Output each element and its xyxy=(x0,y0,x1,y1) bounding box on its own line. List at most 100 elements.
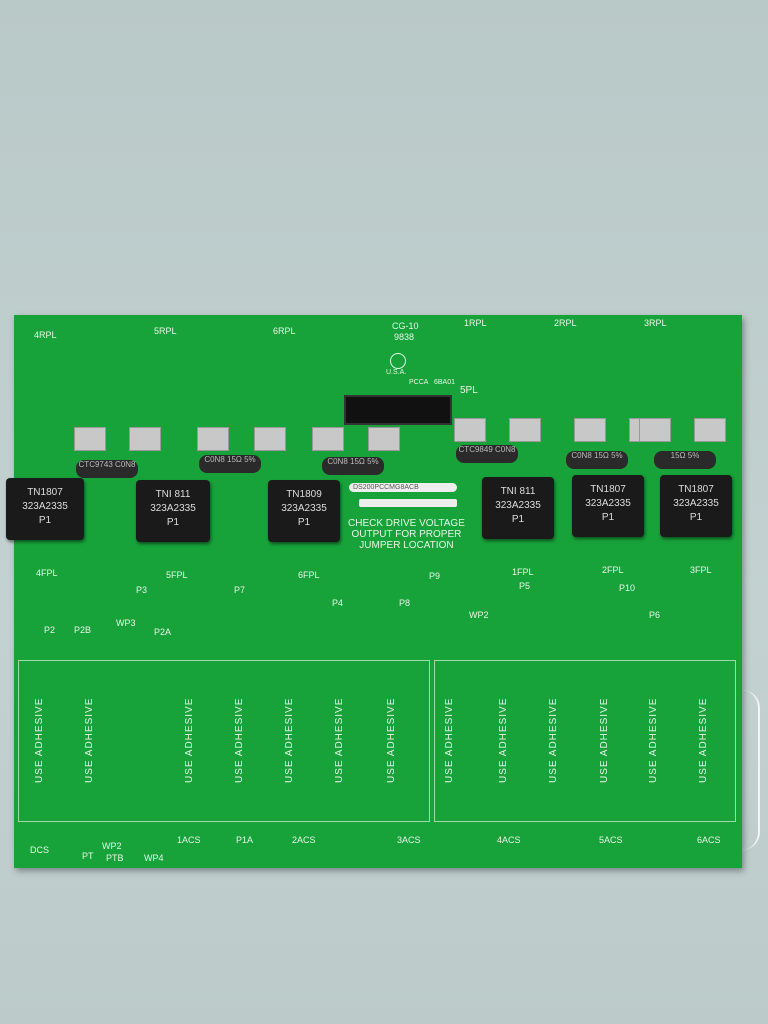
relay-pin: P1 xyxy=(297,517,311,528)
relay-model: TN1807 xyxy=(27,487,63,498)
bottom-label: 5ACS xyxy=(599,835,623,845)
barcode-sticker xyxy=(359,499,457,507)
jumper-label: P2B xyxy=(74,625,92,635)
pcca-label: PCCA xyxy=(409,379,429,386)
jumper-label: P7 xyxy=(234,585,246,595)
relay-label: 4FPL xyxy=(36,568,58,578)
ge-logo xyxy=(390,353,406,369)
warning-line: JUMPER LOCATION xyxy=(359,540,454,551)
use-adhesive-label: USE ADHESIVE xyxy=(648,697,659,783)
date-code: 9838 xyxy=(394,332,415,342)
heatsink-pad xyxy=(368,427,400,451)
relay-label: 5FPL xyxy=(166,570,188,580)
heatsink-pad xyxy=(509,418,541,442)
heatsink-pad xyxy=(694,418,726,442)
relay-part: 323A2335 xyxy=(281,503,327,514)
power-resistor: C0N8 15Ω 5% xyxy=(566,451,628,469)
bottom-label: PTB xyxy=(106,853,124,863)
relay-model: TNI 811 xyxy=(155,489,191,500)
part-number-sticker: DS200PCCMG8ACB xyxy=(349,483,457,492)
relay-model: TN1807 xyxy=(678,484,714,495)
heatsink-pad xyxy=(312,427,344,451)
reference-label: 6RPL xyxy=(273,326,296,336)
reference-label: 2RPL xyxy=(554,318,577,328)
jumper-label: P10 xyxy=(619,583,636,593)
use-adhesive-label: USE ADHESIVE xyxy=(386,697,397,783)
bottom-label: 4ACS xyxy=(497,835,521,845)
heatsink-pad xyxy=(639,418,671,442)
relay-pin: P1 xyxy=(166,517,180,528)
relay-pin: P1 xyxy=(601,512,615,523)
use-adhesive-label: USE ADHESIVE xyxy=(444,697,455,783)
jumper-label: P5 xyxy=(519,581,531,591)
use-adhesive-label: USE ADHESIVE xyxy=(498,697,509,783)
relay-part: 323A2335 xyxy=(673,498,719,509)
jumper-label: P9 xyxy=(429,571,441,581)
jumper-label: P6 xyxy=(649,610,661,620)
relay-part: 323A2335 xyxy=(22,501,68,512)
heatsink-pad xyxy=(254,427,286,451)
power-resistor: C0N8 15Ω 5% xyxy=(322,457,384,475)
jumper-label: WP3 xyxy=(116,618,136,628)
reference-label: 3RPL xyxy=(644,318,667,328)
use-adhesive-label: USE ADHESIVE xyxy=(34,697,45,783)
relay-label: 6FPL xyxy=(298,570,320,580)
relay-part: 323A2335 xyxy=(150,503,196,514)
bottom-label: WP4 xyxy=(144,853,164,863)
jumper-label: P2A xyxy=(154,627,172,637)
rev-label: CG-10 xyxy=(392,321,419,331)
power-resistor: C0N8 15Ω 5% xyxy=(199,455,261,473)
relay-part: 323A2335 xyxy=(585,498,631,509)
bottom-label: 6ACS xyxy=(697,835,721,845)
origin-label: U.S.A. xyxy=(386,369,407,376)
bottom-label: 1ACS xyxy=(177,835,201,845)
pcca-code: 6BA01 xyxy=(434,379,456,386)
use-adhesive-label: USE ADHESIVE xyxy=(234,697,245,783)
relay-pin: P1 xyxy=(511,514,525,525)
reference-label: 5RPL xyxy=(154,326,177,336)
jumper-label: P2 xyxy=(44,625,56,635)
ribbon-connector xyxy=(344,395,452,425)
relay-model: TN1809 xyxy=(286,489,322,500)
relay-pin: P1 xyxy=(38,515,52,526)
reference-label: 4RPL xyxy=(34,330,57,340)
warning-text: CHECK DRIVE VOLTAGE OUTPUT FOR PROPER JU… xyxy=(348,518,465,551)
bottom-label: DCS xyxy=(30,845,50,855)
power-resistor: CTC9849 C0N8 xyxy=(456,445,518,463)
use-adhesive-label: USE ADHESIVE xyxy=(599,697,610,783)
jumper-label: P3 xyxy=(136,585,148,595)
adhesive-zone-left xyxy=(18,660,430,822)
use-adhesive-label: USE ADHESIVE xyxy=(184,697,195,783)
bottom-label: 2ACS xyxy=(292,835,316,845)
warning-line: CHECK DRIVE VOLTAGE xyxy=(348,518,465,529)
power-resistor: 15Ω 5% xyxy=(654,451,716,469)
circuit-board: CG-10 9838 U.S.A. PCCA 6BA01 5PL DS200PC… xyxy=(6,315,760,868)
relay-label: 1FPL xyxy=(512,567,534,577)
relay-label: 2FPL xyxy=(602,565,624,575)
jumper-label: P8 xyxy=(399,598,411,608)
bottom-label: P1A xyxy=(236,835,254,845)
white-wire xyxy=(742,690,760,850)
warning-line: OUTPUT FOR PROPER xyxy=(351,529,462,540)
heatsink-pad xyxy=(574,418,606,442)
use-adhesive-label: USE ADHESIVE xyxy=(548,697,559,783)
jumper-label: WP2 xyxy=(469,610,489,620)
heatsink-pad xyxy=(454,418,486,442)
relay-pin: P1 xyxy=(689,512,703,523)
heatsink-pad xyxy=(129,427,161,451)
power-resistor: CTC9743 C0N8 xyxy=(76,460,138,478)
heatsink-pad xyxy=(197,427,229,451)
bottom-label: 3ACS xyxy=(397,835,421,845)
adhesive-zone-right xyxy=(434,660,736,822)
relay-label: 3FPL xyxy=(690,565,712,575)
bottom-label: PT xyxy=(82,851,94,861)
reference-label: 1RPL xyxy=(464,318,487,328)
use-adhesive-label: USE ADHESIVE xyxy=(698,697,709,783)
connector-label: 5PL xyxy=(460,385,478,396)
jumper-label: P4 xyxy=(332,598,344,608)
